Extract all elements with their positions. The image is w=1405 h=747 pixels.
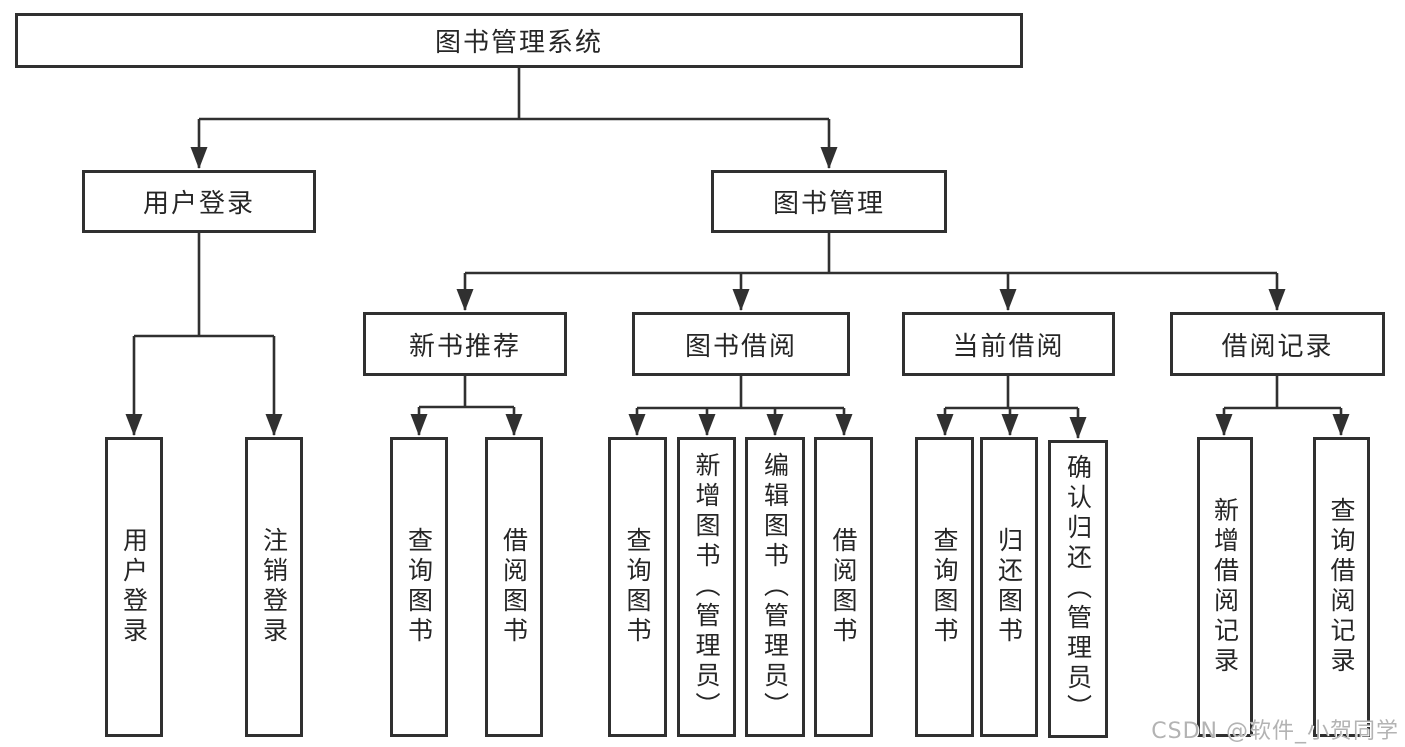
leaf-borrow-books: 借阅图书 <box>814 437 873 737</box>
leaf-query-borrow-record: 查询借阅记录 <box>1313 437 1370 737</box>
leaf-add-borrow-record: 新增借阅记录 <box>1197 437 1253 737</box>
leaf-label: 查询图书 <box>930 527 959 647</box>
node-label: 用户登录 <box>142 189 255 219</box>
leaf-label: 确认归还（管理员） <box>1063 454 1093 724</box>
leaf-label: 新增借阅记录 <box>1210 497 1240 677</box>
node-label: 图书管理系统 <box>434 28 603 58</box>
leaf-label: 借阅图书 <box>499 527 529 647</box>
leaf-query-books-borrowing: 查询图书 <box>608 437 667 737</box>
leaf-logout: 注销登录 <box>245 437 303 737</box>
node-label: 图书借阅 <box>684 331 797 362</box>
leaf-label: 查询借阅记录 <box>1327 497 1356 677</box>
node-new-book-recommendation: 新书推荐 <box>363 312 567 376</box>
leaf-add-books-admin: 新增图书（管理员） <box>677 437 736 737</box>
leaf-label: 查询图书 <box>623 527 652 647</box>
leaf-label: 用户登录 <box>119 527 149 647</box>
leaf-label: 归还图书 <box>994 527 1024 647</box>
leaf-label: 新增图书（管理员） <box>692 452 721 722</box>
node-current-borrowing: 当前借阅 <box>902 312 1115 376</box>
node-label: 图书管理 <box>772 189 885 219</box>
leaf-return-books: 归还图书 <box>980 437 1038 737</box>
leaf-edit-books-admin: 编辑图书（管理员） <box>745 437 805 737</box>
node-label: 新书推荐 <box>408 331 521 362</box>
leaf-query-books-current: 查询图书 <box>915 437 974 737</box>
leaf-borrow-books-recommend: 借阅图书 <box>485 437 543 737</box>
node-book-borrowing: 图书借阅 <box>632 312 850 376</box>
node-label: 当前借阅 <box>952 331 1065 362</box>
leaf-user-login: 用户登录 <box>105 437 163 737</box>
leaf-label: 查询图书 <box>404 527 434 647</box>
node-borrowing-records: 借阅记录 <box>1170 312 1385 376</box>
leaf-label: 借阅图书 <box>829 527 858 647</box>
node-user-login-branch: 用户登录 <box>82 170 316 233</box>
csdn-watermark: CSDN @软件_小贺同学 <box>1151 719 1399 744</box>
leaf-label: 编辑图书（管理员） <box>760 452 790 722</box>
node-book-management-branch: 图书管理 <box>711 170 947 233</box>
leaf-query-books-recommend: 查询图书 <box>390 437 448 737</box>
node-label: 借阅记录 <box>1221 331 1334 362</box>
leaf-label: 注销登录 <box>259 527 289 647</box>
node-library-management-system: 图书管理系统 <box>15 13 1023 68</box>
leaf-confirm-return-admin: 确认归还（管理员） <box>1048 440 1108 738</box>
